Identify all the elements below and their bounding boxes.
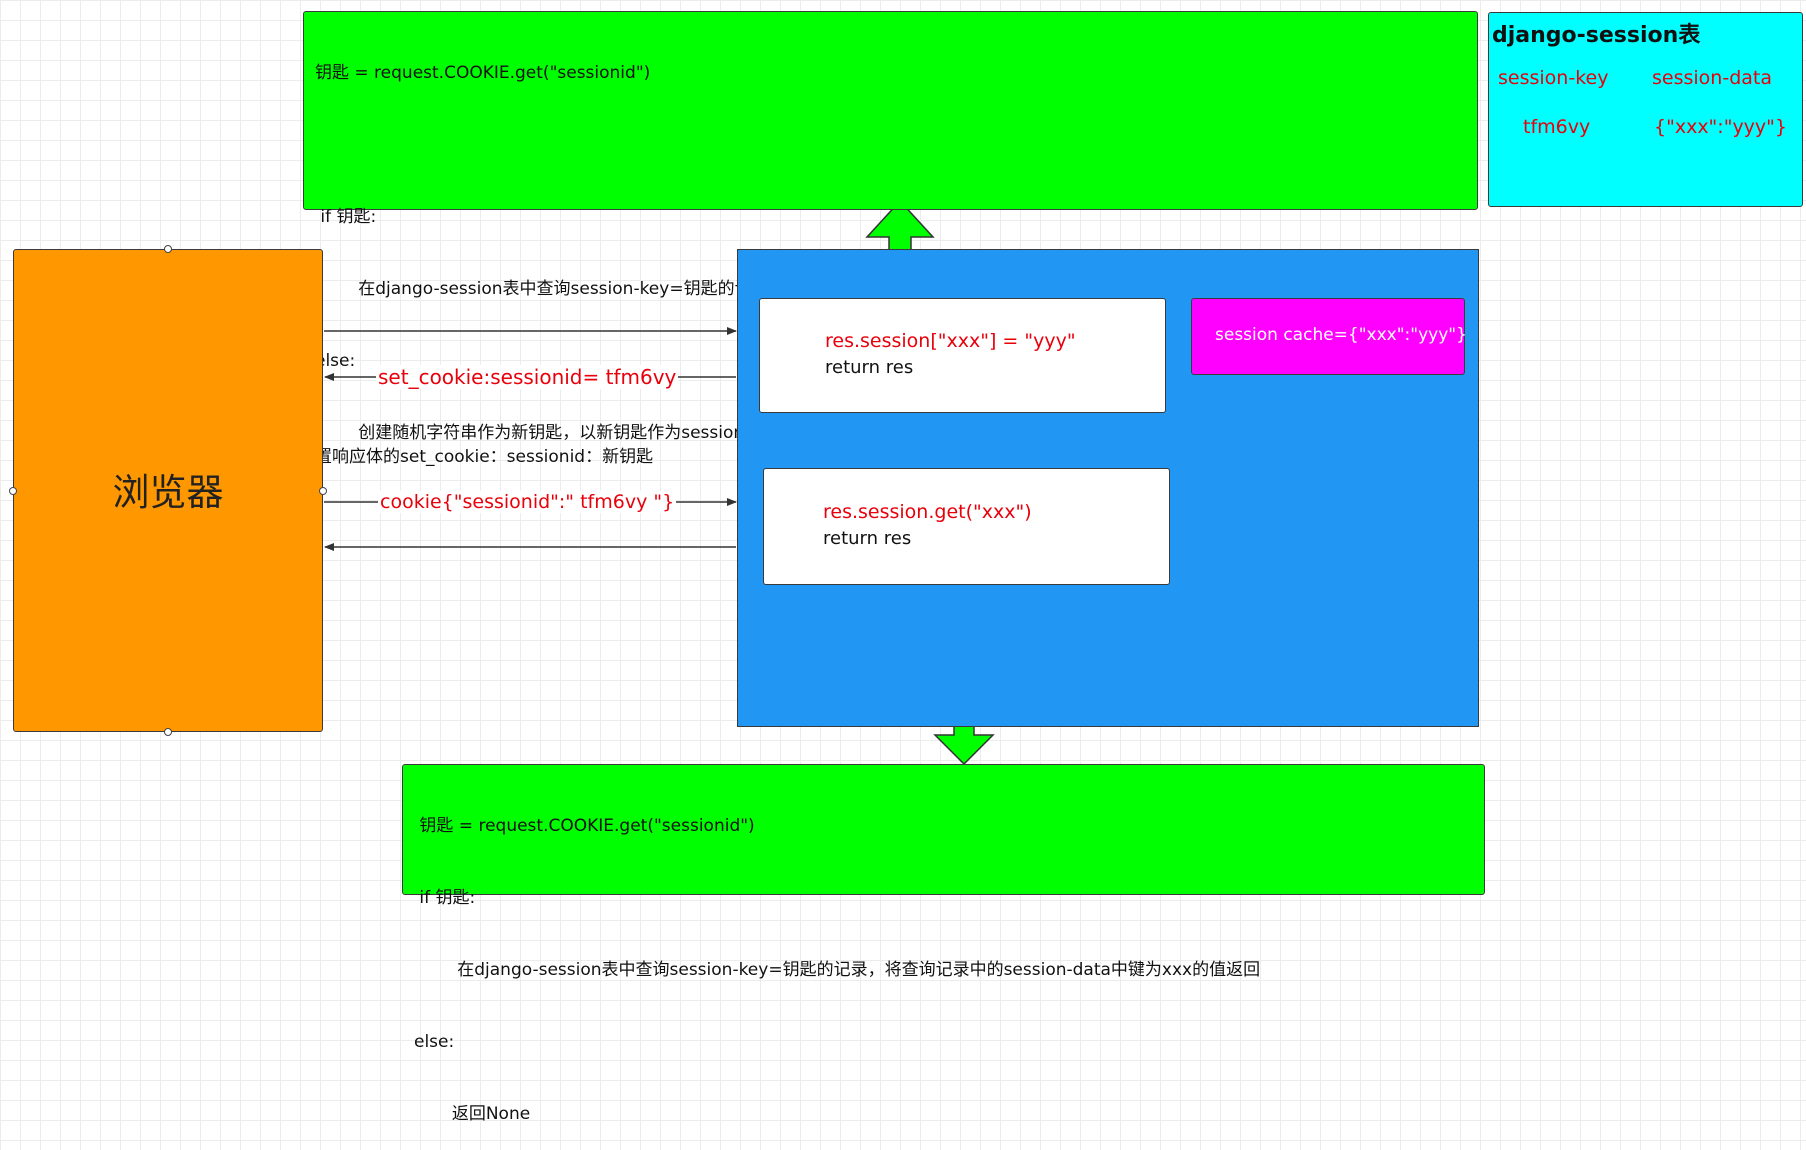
session-save-logic-box: 钥匙 = request.COOKIE.get("sessionid") if … (303, 11, 1478, 467)
browser-box: 浏览器 (13, 249, 323, 732)
cookie-label: cookie{"sessionid":" tfm6vy "} (378, 491, 677, 513)
session-get-code: res.session.get("xxx") (823, 501, 1032, 523)
session-get-logic-box: 钥匙 = request.COOKIE.get("sessionid") if … (402, 764, 1485, 1124)
table-title: django-session表 (1492, 23, 1701, 48)
table-cell-session-key: tfm6vy (1523, 116, 1591, 138)
set-cookie-label: set_cookie:sessionid= tfm6vy (376, 365, 679, 389)
selection-handle (319, 487, 327, 495)
code-line: if 钥匙: (414, 888, 476, 908)
code-line: 返回None (414, 1104, 531, 1124)
browser-label: 浏览器 (112, 471, 224, 514)
code-line: if 钥匙: (315, 207, 377, 227)
selection-handle (9, 487, 17, 495)
selection-handle (164, 245, 172, 253)
session-cache-label: session cache={"xxx":"yyy"} (1215, 325, 1467, 345)
session-set-code: res.session["xxx"] = "yyy" (825, 330, 1076, 352)
code-line: 钥匙 = request.COOKIE.get("sessionid") (315, 63, 651, 83)
code-line: 钥匙 = request.COOKIE.get("sessionid") (414, 816, 755, 836)
session-get-box: res.session.get("xxx") return res (763, 468, 1170, 585)
code-line: else: (414, 1032, 455, 1052)
selection-handle (164, 728, 172, 736)
table-cell-session-data: {"xxx":"yyy"} (1654, 116, 1787, 138)
session-cache-box: session cache={"xxx":"yyy"} (1191, 298, 1467, 375)
code-line: else: (315, 351, 356, 371)
django-session-table: django-session表 session-key session-data… (1488, 12, 1803, 207)
table-header-session-data: session-data (1652, 67, 1772, 89)
code-line (315, 133, 1465, 157)
return-res-text: return res (823, 528, 912, 549)
table-header-session-key: session-key (1498, 67, 1609, 89)
code-line: 在django-session表中查询session-key=钥匙的记录，将查询… (414, 960, 1261, 980)
return-res-text: return res (825, 357, 914, 378)
session-set-box: res.session["xxx"] = "yyy" return res (759, 298, 1166, 413)
